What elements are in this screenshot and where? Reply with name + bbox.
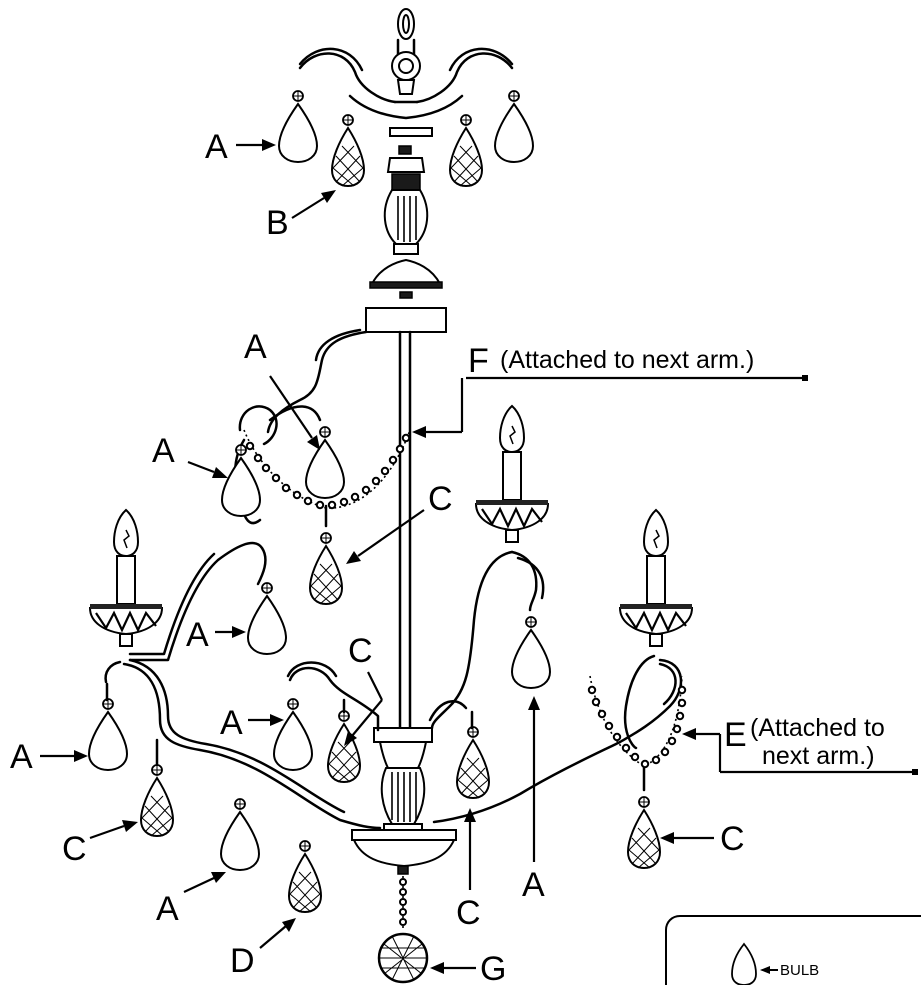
crystal-c-upper xyxy=(309,532,343,605)
part-labels: A B A A C A C A A C A D C A C G F (Attac… xyxy=(10,128,885,985)
left-arm xyxy=(88,508,382,913)
crystal-d xyxy=(288,840,322,913)
center-stem xyxy=(351,307,457,984)
crystal-cut-top-right-inner xyxy=(449,114,483,187)
label-c-front: C xyxy=(348,632,373,670)
crystal-a-left-outer xyxy=(88,698,128,771)
crystal-b-top xyxy=(331,114,365,187)
candle-right xyxy=(618,508,694,648)
label-c-far-left: C xyxy=(62,830,87,868)
crystal-c-right-center xyxy=(456,726,490,799)
crystal-a-left-lower xyxy=(220,798,260,871)
crystal-c-front xyxy=(327,710,361,783)
label-b: B xyxy=(266,204,289,242)
label-g: G xyxy=(480,950,506,985)
label-a-bottom-right: A xyxy=(522,866,545,904)
crystal-a-top-left xyxy=(278,90,318,163)
note-e-line2: next arm.) xyxy=(762,742,875,770)
crystal-a-upper-left xyxy=(221,444,261,517)
crystal-a-left-upper xyxy=(247,582,287,655)
candle-left xyxy=(88,508,164,648)
legend-box: BULB xyxy=(665,915,921,985)
label-a-left: A xyxy=(186,616,209,654)
front-arm xyxy=(273,661,380,783)
crystal-a-front xyxy=(273,698,313,771)
upper-arm xyxy=(221,328,411,605)
crystal-a-right-center xyxy=(510,615,552,690)
right-center-arm xyxy=(428,404,552,799)
label-a-top: A xyxy=(205,128,228,166)
candle-center xyxy=(474,404,550,544)
label-c-upper: C xyxy=(428,480,453,518)
note-f: (Attached to next arm.) xyxy=(500,346,754,374)
label-a-mid-left: A xyxy=(152,432,175,470)
label-c-bottom: C xyxy=(456,894,481,932)
label-a-far-left: A xyxy=(10,738,33,776)
label-a-front: A xyxy=(220,704,243,742)
label-e: E xyxy=(724,716,747,754)
label-c-right: C xyxy=(720,820,745,858)
label-d: D xyxy=(230,942,255,980)
legend-bulb-label: BULB xyxy=(780,962,819,979)
callout-arrows xyxy=(40,139,918,974)
label-a-lower-left: A xyxy=(156,890,179,928)
note-e-line1: (Attached to xyxy=(750,714,885,742)
label-a-upper: A xyxy=(244,328,267,366)
crystal-c-left xyxy=(140,764,174,837)
canopy-assembly xyxy=(278,8,534,299)
bulb-icon xyxy=(731,942,757,985)
label-f: F xyxy=(468,342,489,380)
crystal-a-top-right xyxy=(494,90,534,163)
crystal-ball-g xyxy=(377,932,429,984)
crystal-c-right xyxy=(627,796,661,869)
right-arm xyxy=(432,508,694,869)
